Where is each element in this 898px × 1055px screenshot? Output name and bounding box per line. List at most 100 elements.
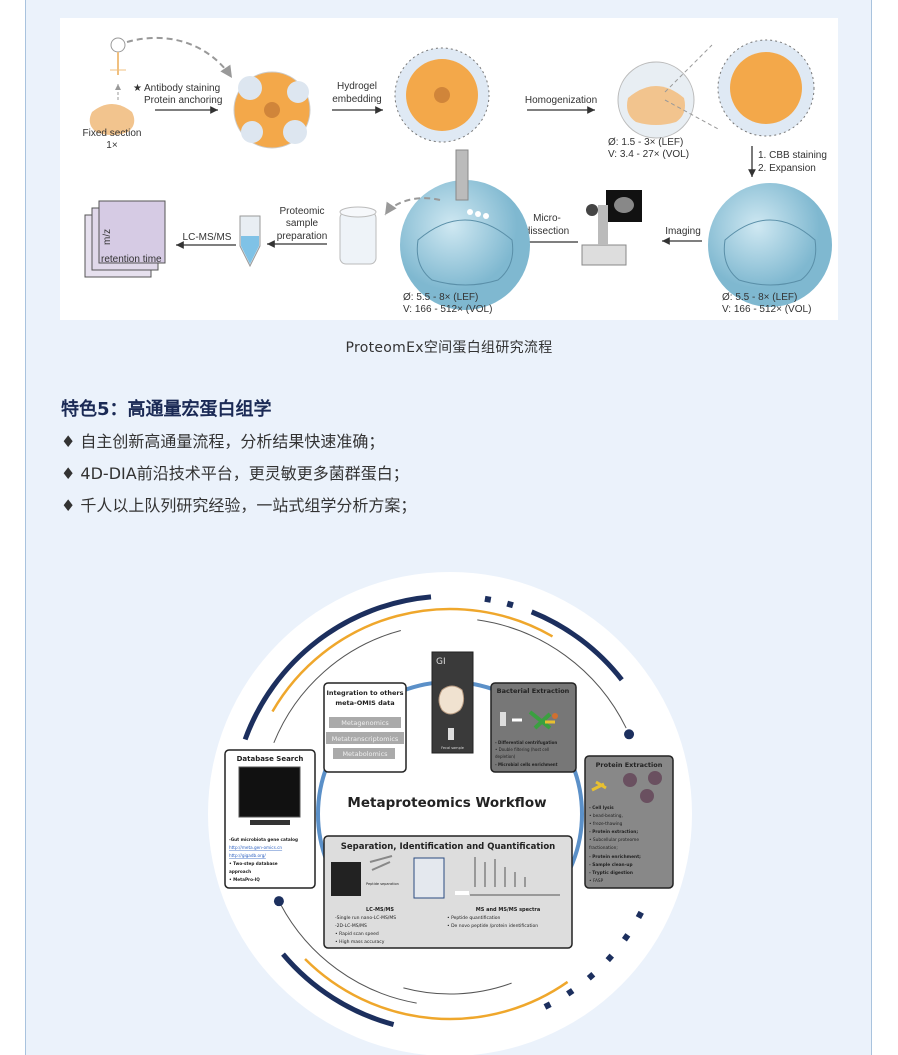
decorative-arcs <box>242 594 644 1027</box>
protein-line: fractionation; <box>589 845 618 851</box>
bacterial-extraction-box: Bacterial Extraction - Differential cent… <box>490 682 577 773</box>
hydrogel-cell-icon <box>394 47 490 143</box>
gi-box: GI Fecal sample <box>431 651 474 754</box>
bacterial-line: - Microbial cells enrichment <box>495 762 558 767</box>
computer-monitor-icon <box>238 766 301 818</box>
proteomex-workflow-figure: Fixed section 1× ★ Antibody staining Pro… <box>60 18 838 320</box>
protein-line: - Protein enrichment; <box>589 854 641 860</box>
database-title: Database Search <box>237 755 304 763</box>
bacterial-line: depletion) <box>495 754 516 759</box>
protein-line: - Cell lysis <box>589 805 614 811</box>
decorative-arc <box>280 903 417 1004</box>
lcms-line: • High mass accuracy <box>335 939 385 945</box>
decorative-square <box>484 595 492 603</box>
feature-bullet: ♦ 4D-DIA前沿技术平台，更灵敏更多菌群蛋白； <box>61 464 409 483</box>
database-line: approach <box>229 869 251 874</box>
integration-box: Integration to others meta-OMIS data Met… <box>323 682 407 773</box>
gi-sample-label: Fecal sample <box>441 746 464 750</box>
label-cbb-staining: 1. CBB staining <box>758 150 827 161</box>
protein-line: • Subcellular proteome <box>589 837 639 843</box>
label-anchoring: Protein anchoring <box>144 95 222 106</box>
integration-item: Metagenomics <box>341 719 389 727</box>
intestine-icon <box>438 685 465 715</box>
protein-line: - Protein extraction; <box>589 829 638 835</box>
protein-extraction-box: Protein Extraction - Cell lysis • bead-b… <box>584 755 674 889</box>
mass-spectrometer-icon <box>413 857 445 899</box>
decorative-square <box>586 972 596 981</box>
spectra-icon <box>470 857 560 896</box>
ms-line: • De novo peptide /protein identificatio… <box>447 923 538 929</box>
lc-instrument-icon <box>331 862 361 896</box>
feature-bullet: ♦ 自主创新高通量流程，分析结果快速准确； <box>61 432 385 451</box>
decorative-square <box>566 988 575 997</box>
workflow-title: Metaproteomics Workflow <box>347 795 546 811</box>
ms-title: MS and MS/MS spectra <box>476 907 540 913</box>
label-lef-small: Ø: 1.5 - 3× (LEF) <box>608 137 683 148</box>
neuron-icon <box>110 37 126 75</box>
separation-box: Separation, Identification and Quantific… <box>323 835 573 949</box>
microscope-icon <box>581 190 642 266</box>
label-vol-large-2: V: 166 - 512× (VOL) <box>722 304 811 315</box>
decorative-arc <box>477 619 627 729</box>
decorative-square <box>621 933 631 942</box>
label-proteomic: Proteomic <box>279 206 324 217</box>
label-expansion: 2. Expansion <box>758 163 816 174</box>
label-dissection: dissection <box>525 226 569 237</box>
protein-line: • bead-beating, <box>589 813 623 819</box>
label-lef-large-2: Ø: 5.5 - 8× (LEF) <box>722 292 797 303</box>
lcms-line: -Single run nano-LC-MS/MS <box>335 915 396 921</box>
label-sample: sample <box>286 218 319 229</box>
decorative-arc <box>403 982 512 995</box>
database-line: • Two-step database <box>229 861 278 866</box>
decorative-square <box>506 600 514 609</box>
integration-title: Integration to others <box>326 689 403 697</box>
label-mz: m/z <box>102 229 113 245</box>
dissected-brain-icon <box>400 149 530 310</box>
label-preparation: preparation <box>277 231 328 242</box>
expanded-brain-icon <box>708 183 832 307</box>
label-vol-large-1: V: 166 - 512× (VOL) <box>403 304 492 315</box>
feature-bullet: ♦ 千人以上队列研究经验，一站式组学分析方案； <box>61 496 417 515</box>
label-retention-time: retention time <box>101 254 162 265</box>
brain-section-icon <box>89 104 135 135</box>
gel-bubble-icon <box>617 61 695 139</box>
integration-item: Metabolomics <box>342 750 388 758</box>
protein-line: • FASP <box>589 878 604 884</box>
gi-title: GI <box>436 657 446 667</box>
protein-line: - Sample clean-up <box>589 862 633 868</box>
decorative-arc <box>281 952 395 1027</box>
label-imaging: Imaging <box>665 226 701 237</box>
section-heading: 特色5：高通量宏蛋白组学 <box>61 399 272 420</box>
lcms-title: LC-MS/MS <box>366 907 394 913</box>
database-line: • MetaPro-IQ <box>229 877 260 882</box>
tube-icon <box>239 215 261 268</box>
label-hydrogel: Hydrogel <box>337 81 377 92</box>
protein-line: • freze-thawing <box>589 821 623 827</box>
database-search-box: Database Search -Gut microbiota gene cat… <box>224 749 316 889</box>
decorative-dot <box>624 729 635 740</box>
protein-title: Protein Extraction <box>596 761 663 769</box>
lcms-line: • Rapid scan speed <box>335 931 379 937</box>
stained-cell-icon <box>233 71 311 149</box>
decorative-square <box>635 910 644 919</box>
figure1-caption: ProteomEx空间蛋白组研究流程 <box>345 340 553 356</box>
label-micro: Micro- <box>533 213 561 224</box>
database-link[interactable]: http://meta.gen-omics.cn <box>229 845 282 850</box>
decorative-arc <box>271 607 554 713</box>
label-lef-large-1: Ø: 5.5 - 8× (LEF) <box>403 292 478 303</box>
database-link[interactable]: http://gigadb.org/ <box>229 853 266 858</box>
database-line: -Gut microbiota gene catalog <box>229 837 298 842</box>
decorative-arc <box>273 629 401 744</box>
bacterial-title: Bacterial Extraction <box>497 687 570 695</box>
decorative-square <box>605 953 615 963</box>
peptide-separation-label: Peptide separation <box>366 882 399 886</box>
decorative-arc <box>242 594 432 741</box>
integration-subtitle: meta-OMIS data <box>335 699 394 707</box>
expanded-cell-icon <box>717 39 815 137</box>
separation-title: Separation, Identification and Quantific… <box>341 842 555 852</box>
ms-line: • Peptide quantification <box>447 915 500 921</box>
label-vol-small: V: 3.4 - 27× (VOL) <box>608 149 689 160</box>
bacterial-line: • Double filtering (host cell <box>495 747 549 752</box>
ms-spectra-icon <box>84 200 166 278</box>
